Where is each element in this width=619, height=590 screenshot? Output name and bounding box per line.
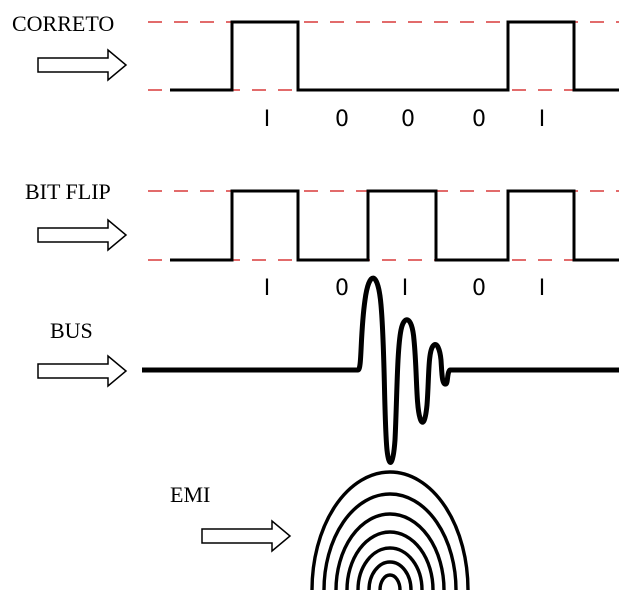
correct-arrow-icon: [37, 48, 128, 82]
bus-row: BUS: [37, 275, 619, 465]
bit-flip-signal-waveform: [170, 189, 619, 262]
bit-flip-bit-2: 0: [335, 276, 349, 301]
bus-line-with-interference: [142, 275, 619, 465]
bus-label: BUS: [50, 318, 93, 343]
bit-flip-bit-4: 0: [472, 276, 486, 301]
correct-bit-4: 0: [472, 107, 486, 132]
emi-label: EMI: [170, 482, 210, 507]
correct-bit-2: 0: [335, 107, 349, 132]
correct-bit-1: I: [264, 107, 271, 132]
emi-radiating-waves-icon: [310, 470, 470, 590]
bit-flip-bit-5: I: [539, 276, 546, 301]
bit-flip-bit-3: I: [402, 276, 409, 301]
correct-bit-5: I: [539, 107, 546, 132]
correct-signal-waveform: [170, 20, 619, 92]
bit-flip-bit-1: I: [264, 276, 271, 301]
correct-bit-3: 0: [401, 107, 415, 132]
correct-label: CORRETO: [12, 11, 114, 36]
bit-flip-row: BIT FLIP I 0 I 0 I: [25, 179, 619, 301]
bus-arrow-icon: [37, 354, 128, 388]
bit-flip-arrow-icon: [37, 218, 128, 252]
correct-row: CORRETO I 0 0 0 I: [12, 11, 619, 132]
emi-row: EMI: [170, 470, 470, 590]
emi-arrow-icon: [201, 519, 292, 553]
bit-flip-label: BIT FLIP: [25, 179, 111, 204]
